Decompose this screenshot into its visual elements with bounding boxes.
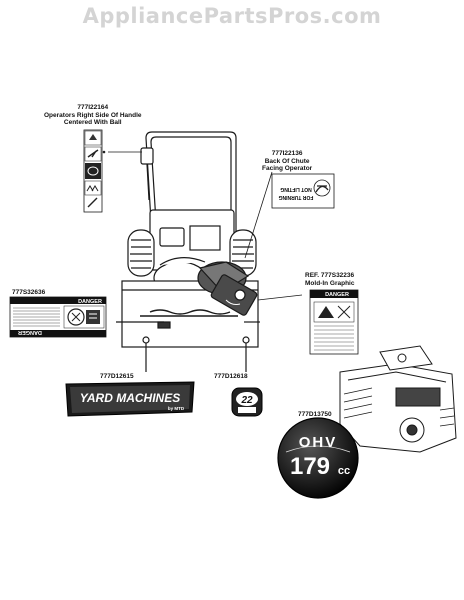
chute-decal-note-1: Back Of Chute bbox=[264, 157, 310, 165]
handle-decal-part-number: 777I22164 bbox=[77, 104, 109, 111]
housing-decal-part-number: 777S32636 bbox=[12, 289, 46, 296]
chute-decal bbox=[271, 173, 335, 209]
housing-decal-danger-bottom: DANGER bbox=[18, 329, 42, 335]
moldin-note: Mold-In Graphic bbox=[305, 279, 355, 287]
right-wheel bbox=[229, 229, 257, 277]
engine-ohv-decal bbox=[277, 417, 359, 499]
control-panel bbox=[149, 209, 235, 271]
chute bbox=[197, 261, 258, 316]
brand-decal-part-number: 777D12615 bbox=[100, 373, 134, 380]
engine-ohv-text: OHV bbox=[299, 434, 338, 451]
brand-decal-sub: by MTD bbox=[168, 406, 185, 411]
chute-decal-callout: 777I22136 Back Of Chute Facing Operator bbox=[262, 150, 312, 173]
housing-danger-decal bbox=[9, 296, 107, 338]
moldin-callout: REF. 777S32236 Mold-In Graphic bbox=[305, 272, 354, 287]
watermark: AppliancePartsPros.com bbox=[82, 4, 382, 28]
moldin-part-number: REF. 777S32236 bbox=[305, 272, 355, 279]
engine-illustration bbox=[339, 345, 457, 453]
chute-decal-text-2: FOR TURNING bbox=[279, 194, 314, 200]
brand-decal-text: YARD MACHINES bbox=[80, 391, 180, 405]
handle bbox=[140, 131, 237, 239]
size-decal-number: 22 bbox=[240, 395, 253, 406]
handle-decal-callout: 777I22164 Operators Right Side Of Handle… bbox=[44, 104, 142, 127]
size-decal bbox=[231, 387, 263, 417]
chute-decal-text-1: NOT LIFTING bbox=[280, 186, 311, 192]
brand-decal bbox=[65, 381, 195, 417]
moldin-decal-danger: DANGER bbox=[325, 292, 349, 298]
handle-decal-strip bbox=[83, 129, 106, 213]
chute-decal-note-2: Facing Operator bbox=[262, 165, 313, 172]
handle-decal-note-1: Operators Right Side Of Handle bbox=[44, 111, 142, 119]
chute-decal-part-number: 777I22136 bbox=[271, 150, 303, 157]
engine-displacement-unit: cc bbox=[338, 465, 350, 477]
housing-decal-danger-top: DANGER bbox=[78, 299, 102, 305]
engine-decal-part-number: 777D13750 bbox=[298, 411, 332, 418]
handle-decal-note-2: Centered With Ball bbox=[63, 119, 122, 126]
engine-displacement-number: 179 bbox=[290, 453, 330, 480]
size-decal-part-number: 777D12618 bbox=[214, 373, 248, 380]
moldin-danger-decal bbox=[309, 289, 359, 355]
left-wheel bbox=[127, 229, 155, 277]
